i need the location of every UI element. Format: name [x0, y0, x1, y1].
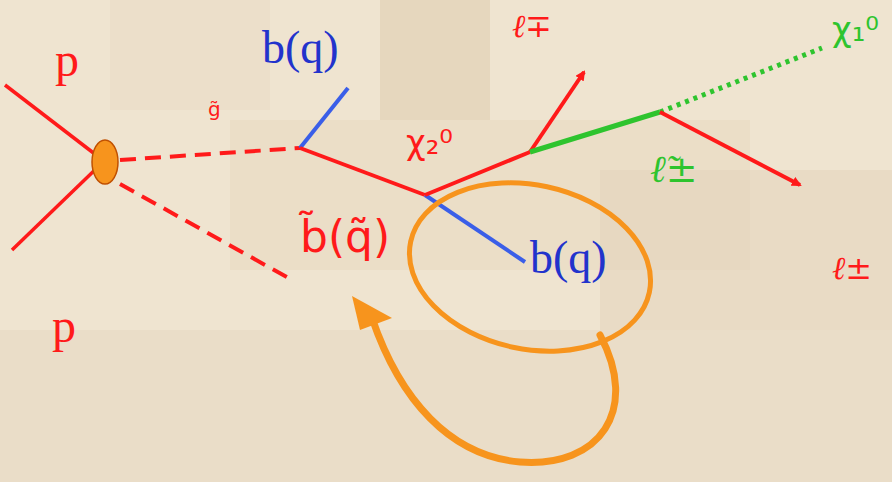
slepton-label: ℓ̃± — [650, 148, 698, 192]
lepton-label: ℓ± — [832, 250, 872, 287]
proton-label: p — [52, 298, 76, 353]
quark-label: b(q) — [530, 232, 607, 285]
gluino-label: g̃ — [208, 98, 221, 121]
lepton-label: ℓ∓ — [512, 8, 552, 45]
squark-label: b̃(q̃) — [300, 212, 390, 263]
neutralino-label: χ₁⁰ — [832, 10, 879, 49]
neutralino-label: χ₂⁰ — [406, 123, 453, 162]
quark-label: b(q) — [262, 22, 339, 75]
proton-label: p — [55, 32, 79, 87]
highlight-ellipse: b(q) — [405, 182, 655, 352]
